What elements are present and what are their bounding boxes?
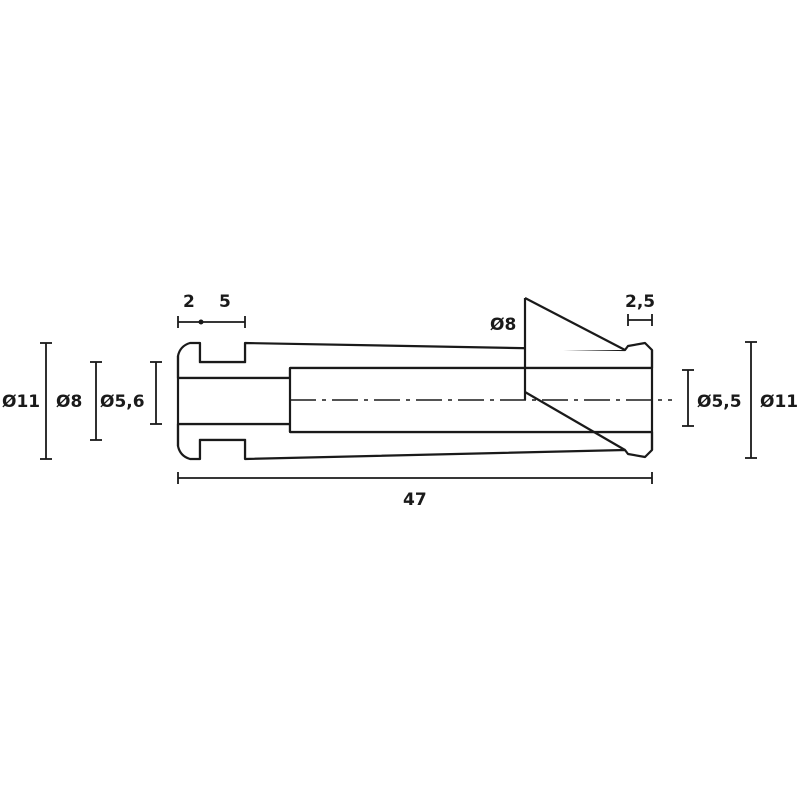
- lower-groove: [200, 440, 245, 459]
- right-outer-diameter-label: Ø11: [760, 392, 798, 412]
- left-bore: [178, 378, 290, 424]
- lip-width-label: 2,5: [625, 292, 655, 312]
- right-bore-diameter-label: Ø5,5: [697, 392, 742, 412]
- groove-offset-label: 2: [183, 292, 195, 312]
- left-outer-diameter-label: Ø11: [2, 392, 40, 412]
- total-length-label: 47: [403, 490, 427, 510]
- upper-groove: [200, 343, 245, 362]
- part-section: [176, 297, 672, 461]
- dimension-lines: [40, 314, 757, 484]
- left-groove-diameter-label: Ø8: [56, 392, 82, 412]
- cone-diameter-label: Ø8: [490, 315, 516, 335]
- left-bore-diameter-label: Ø5,6: [100, 392, 145, 412]
- groove-width-label: 5: [219, 292, 231, 312]
